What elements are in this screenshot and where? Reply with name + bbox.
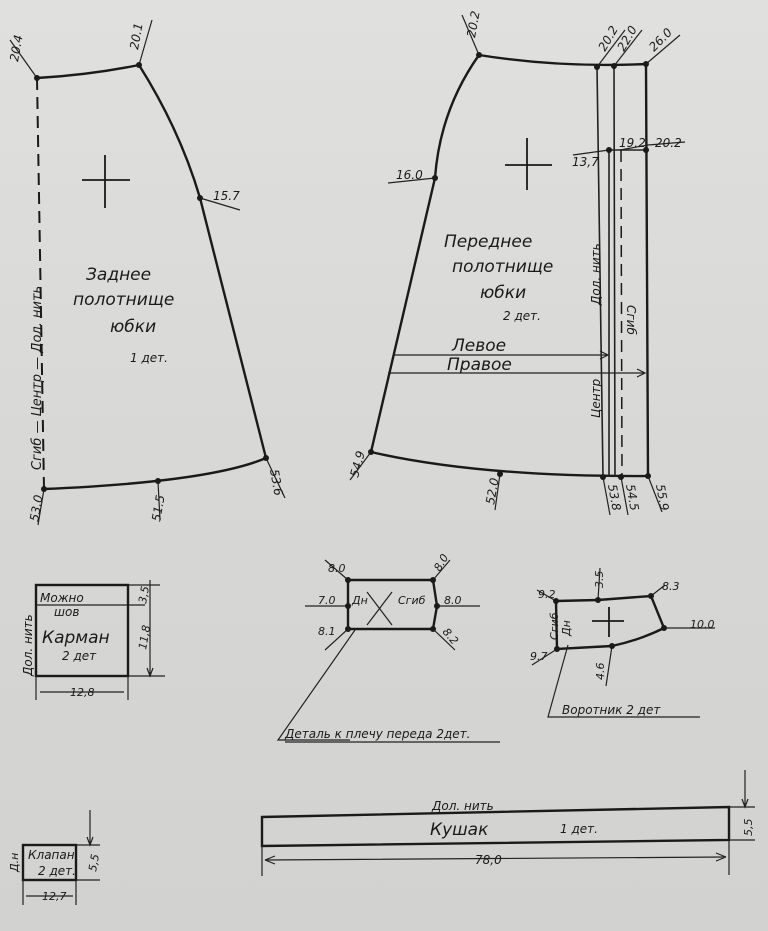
grain-cross-icon xyxy=(505,138,552,190)
shoulder-detail-caption: Деталь к плечу переда 2дет. xyxy=(284,727,470,741)
back-panel: 20.4 20.1 15.7 53.6 51.5 53.0 Сгиб — Цен… xyxy=(7,19,286,526)
pocket-title: Карман xyxy=(42,628,110,648)
belt-piece: Дол. нить Кушак 1 дет. 78,0 5,5 xyxy=(260,770,755,876)
front-top-c-measure: 26.0 xyxy=(646,25,675,54)
pocket-height-measure: 11,8 xyxy=(136,624,153,650)
front-panel: 20.2 20.2 22.0 26.0 16.0 13,7 19.2 20.2 … xyxy=(347,10,686,516)
pocket-top-measure: 3,5 xyxy=(136,585,152,604)
pocket-allowance-line2: шов xyxy=(54,605,79,619)
shoulder-bottom-right-measure: 8.2 xyxy=(440,626,461,648)
front-inner-a-measure: 13,7 xyxy=(572,155,599,169)
collar-right-measure: 10.0 xyxy=(690,618,715,631)
pocket-piece-count: 2 дет xyxy=(62,649,97,663)
belt-length-measure: 78,0 xyxy=(475,853,502,867)
shoulder-detail-lines xyxy=(276,559,480,741)
back-measure-leaders xyxy=(9,19,286,526)
front-measure-leaders xyxy=(349,14,686,516)
front-inner-c-measure: 20.2 xyxy=(655,136,682,150)
belt-outline xyxy=(260,805,731,848)
flap-grain-label: Д.н xyxy=(8,853,21,873)
back-top-left-measure: 20.4 xyxy=(7,34,25,63)
shoulder-top-left-measure: 8.0 xyxy=(328,562,346,575)
pocket-width-measure: 12,8 xyxy=(70,686,95,699)
flap-dimension-lines xyxy=(22,810,100,905)
collar-lines xyxy=(531,567,715,718)
front-left-label: Левое xyxy=(451,336,506,356)
front-fold-label: Сгиб xyxy=(624,305,638,335)
front-right-label: Правое xyxy=(447,355,512,375)
front-hip-measure: 16.0 xyxy=(396,168,423,182)
front-panel-outline xyxy=(369,53,650,478)
flap-width-measure: 12,7 xyxy=(42,890,67,903)
flap-title: Клапан xyxy=(28,848,75,862)
front-fold-line xyxy=(620,149,623,478)
belt-piece-count: 1 дет. xyxy=(560,822,598,836)
shoulder-mid-right-measure: 8.0 xyxy=(444,594,462,607)
flap-piece-count: 2 дет. xyxy=(38,864,76,878)
front-bottom-left-measure: 54.9 xyxy=(347,449,367,478)
shoulder-bottom-left-measure: 8.1 xyxy=(318,625,336,638)
front-title-line1: Переднее xyxy=(444,232,532,252)
back-fold-label: Сгиб — Центр — Дол. нить xyxy=(30,286,45,470)
grain-cross-icon xyxy=(592,607,624,637)
collar-grain-label: Дн xyxy=(560,620,573,637)
belt-title: Кушак xyxy=(430,820,489,840)
flap-piece: Клапан 2 дет. Д.н 5,5 12,7 xyxy=(8,810,102,905)
belt-width-measure: 5,5 xyxy=(742,819,755,837)
back-bottom-mid-measure: 51.5 xyxy=(149,494,167,523)
shoulder-top-right-measure: 8.0 xyxy=(431,552,451,574)
back-panel-outline xyxy=(36,63,268,491)
shoulder-detail-piece: 8.0 8.0 7.0 8.0 8.1 8.2 Дн Сгиб Деталь к… xyxy=(276,552,500,743)
front-inner-lines xyxy=(596,65,644,478)
pocket-piece: Можно шов Карман 2 дет Дол. нить 3,5 11,… xyxy=(21,580,165,700)
pocket-allowance-line1: Можно xyxy=(40,591,84,605)
front-center-label: Центр xyxy=(589,378,603,418)
front-piece-count: 2 дет. xyxy=(503,309,541,323)
belt-dimension-lines xyxy=(261,770,755,876)
back-piece-count: 1 дет. xyxy=(130,351,168,365)
collar-bottom-mid-measure: 4.6 xyxy=(594,663,607,681)
shoulder-mid-left-measure: 7.0 xyxy=(318,594,336,607)
front-bottom-b-measure: 54.5 xyxy=(623,483,641,512)
front-title-line2: полотнище xyxy=(452,257,553,277)
front-inner-b-measure: 19.2 xyxy=(619,136,646,150)
collar-fold-label: Сгиб xyxy=(548,612,561,640)
collar-caption: Воротник 2 дет xyxy=(562,703,661,717)
back-bottom-left-measure: 53.0 xyxy=(27,493,45,522)
shoulder-grain-label: Дн xyxy=(351,594,368,607)
front-bottom-c-measure: 55.9 xyxy=(653,483,671,512)
belt-grain-label: Дол. нить xyxy=(431,799,494,813)
back-title-line1: Заднее xyxy=(86,265,151,285)
front-bottom-mid-measure: 52.0 xyxy=(483,476,501,505)
back-title-line3: юбки xyxy=(110,317,156,337)
collar-piece: 9.2 3.5 8.3 10.0 9.7 4.6 Сгиб Дн Воротни… xyxy=(530,567,715,718)
front-grain-label: Дол. нить xyxy=(589,243,603,306)
back-title-line2: полотнище xyxy=(73,290,174,310)
pocket-outline xyxy=(34,583,130,678)
back-bottom-right-measure: 53.6 xyxy=(267,468,285,497)
back-hip-measure: 15.7 xyxy=(213,189,240,203)
pocket-grain-label: Дол. нить xyxy=(21,614,35,677)
back-top-right-measure: 20.1 xyxy=(127,22,145,51)
shoulder-fold-label: Сгиб xyxy=(398,594,426,607)
front-title-line3: юбки xyxy=(480,283,526,303)
collar-top-mid-measure: 3.5 xyxy=(593,571,606,589)
collar-top-left-measure: 9.2 xyxy=(538,588,556,601)
flap-outline xyxy=(21,843,78,882)
front-left-right-arrows xyxy=(388,350,647,378)
grain-cross-icon xyxy=(82,155,130,208)
collar-top-right-measure: 8.3 xyxy=(662,580,680,593)
front-top-left-measure: 20.2 xyxy=(464,10,482,39)
collar-bottom-left-measure: 9.7 xyxy=(530,650,548,663)
front-bottom-a-measure: 53.8 xyxy=(605,483,623,512)
back-panel-fold-line xyxy=(36,77,45,490)
flap-height-measure: 5,5 xyxy=(86,853,102,872)
